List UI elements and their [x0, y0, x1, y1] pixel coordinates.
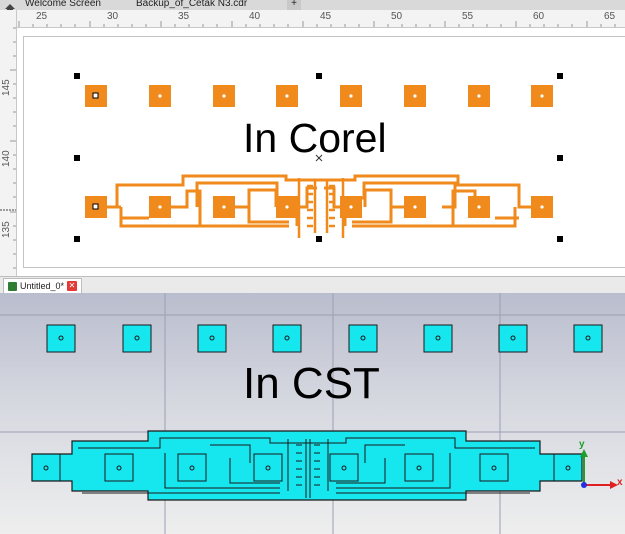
new-tab-button[interactable]: +: [287, 0, 301, 10]
ruler-label: 60: [533, 11, 545, 22]
cst-document-icon: [8, 281, 17, 291]
ruler-label: 135: [1, 221, 12, 238]
ruler-label: 50: [391, 11, 403, 22]
cst-overlay-label: In CST: [243, 359, 380, 408]
selection-handle[interactable]: [74, 73, 80, 79]
horizontal-ruler[interactable]: 25 30 35 40 45 50 55 60 65: [16, 10, 625, 28]
cst-antenna-model[interactable]: [0, 293, 625, 534]
selection-handle[interactable]: [74, 236, 80, 242]
ruler-label: 30: [107, 11, 119, 22]
ruler-label: 40: [249, 11, 261, 22]
cst-3d-viewport[interactable]: y x In CST: [0, 293, 625, 534]
corel-overlay-label: In Corel: [243, 115, 387, 161]
corel-drawing-canvas[interactable]: In Corel: [17, 28, 625, 276]
axis-x-label: x: [617, 477, 623, 488]
axis-y-label: y: [579, 439, 585, 450]
selection-handle[interactable]: [557, 236, 563, 242]
corel-antenna-artwork[interactable]: [17, 28, 625, 276]
axis-triad: [580, 449, 618, 489]
corel-tab-bar: Welcome Screen Backup_of_Cetak N3.cdr +: [0, 0, 625, 10]
tab-welcome-screen[interactable]: Welcome Screen: [25, 0, 101, 9]
selection-handle[interactable]: [316, 73, 322, 79]
tab-label: Untitled_0*: [20, 281, 65, 291]
page-boundary: [23, 36, 625, 268]
tab-untitled[interactable]: Untitled_0* ✕: [3, 278, 83, 293]
ruler-label: 140: [1, 150, 12, 167]
ruler-label: 45: [320, 11, 332, 22]
selection-handle[interactable]: [74, 155, 80, 161]
ruler-label: 25: [36, 11, 48, 22]
ruler-label: 65: [604, 11, 616, 22]
selection-handle[interactable]: [316, 236, 322, 242]
tab-backup-document[interactable]: Backup_of_Cetak N3.cdr: [136, 0, 248, 9]
home-icon[interactable]: [4, 0, 16, 10]
ruler-label: 145: [1, 79, 12, 96]
selection-handle[interactable]: [557, 155, 563, 161]
vertical-ruler[interactable]: 145 140 135: [0, 10, 17, 276]
cst-tab-bar: Untitled_0* ✕: [0, 276, 625, 294]
ruler-label: 35: [178, 11, 190, 22]
ruler-label: 55: [462, 11, 474, 22]
selection-handle[interactable]: [557, 73, 563, 79]
close-icon[interactable]: ✕: [67, 281, 78, 291]
